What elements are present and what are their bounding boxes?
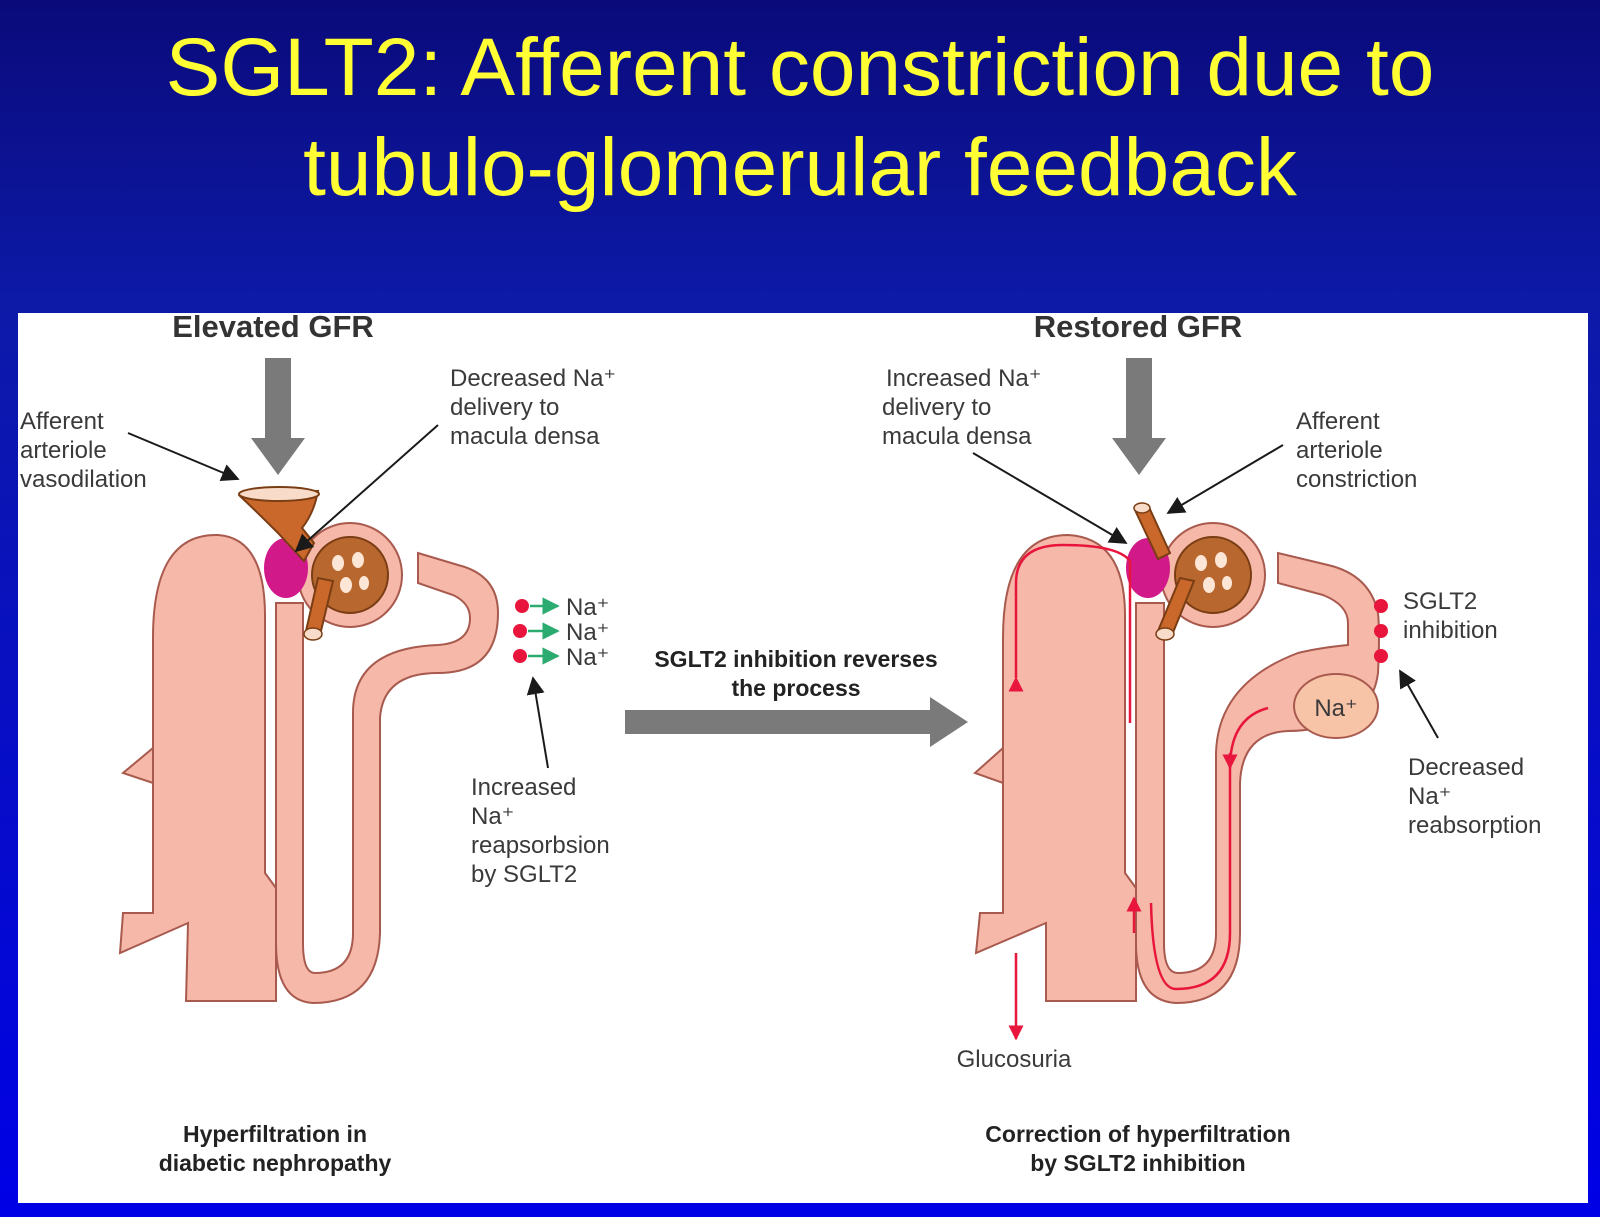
left-reabsorption-pointer	[526, 676, 549, 769]
left-sglt2-dot	[515, 599, 529, 613]
left-reabsorption-label-3: reapsorbsion	[471, 832, 610, 859]
title-line-2: tubulo-glomerular feedback	[303, 122, 1297, 213]
left-macula-pointer	[294, 424, 439, 553]
left-na-label-3: Na⁺	[566, 644, 609, 671]
left-caption-1: Hyperfiltration in	[183, 1121, 367, 1147]
slide-title: SGLT2: Afferent constriction due to tubu…	[0, 18, 1600, 218]
left-na-label-2: Na⁺	[566, 619, 609, 646]
middle-arrow-text-2: the process	[731, 675, 860, 701]
right-macula-pointer	[972, 452, 1128, 544]
right-inhibition-label-2: inhibition	[1403, 617, 1498, 644]
right-caption-2: by SGLT2 inhibition	[1030, 1150, 1246, 1176]
left-afferent-label-2: arteriole	[20, 437, 107, 464]
right-inhibition-label-1: SGLT2	[1403, 588, 1477, 615]
right-reabsorption-label-3: reabsorption	[1408, 812, 1541, 839]
right-afferent-label-2: arteriole	[1296, 437, 1383, 464]
right-reabsorption-pointer	[1399, 669, 1439, 739]
left-afferent-label-3: vasodilation	[20, 466, 147, 493]
right-glomerulus	[1174, 536, 1252, 614]
right-flow-line	[1008, 543, 1132, 723]
right-nephron	[973, 502, 1388, 1041]
right-macula-label-2: delivery to	[882, 394, 991, 421]
right-sglt2-dot	[1374, 599, 1388, 613]
right-afferent-pointer	[1166, 444, 1284, 514]
right-macula-label-3: macula densa	[882, 423, 1032, 450]
left-glomerulus	[311, 536, 389, 614]
left-collecting-duct	[118, 533, 277, 1002]
left-macula-label-2: delivery to	[450, 394, 559, 421]
right-header: Restored GFR	[1034, 313, 1242, 344]
right-reabsorption-label-2: Na⁺	[1408, 783, 1451, 810]
left-gfr-arrow	[251, 358, 305, 475]
right-gfr-arrow	[1112, 358, 1166, 475]
left-sglt2-dot	[513, 624, 527, 638]
left-sglt2-dot	[513, 649, 527, 663]
left-macula-label-1: Decreased Na⁺	[450, 365, 616, 392]
right-caption-1: Correction of hyperfiltration	[985, 1121, 1290, 1147]
right-glucosuria-label: Glucosuria	[957, 1046, 1072, 1073]
right-collecting-duct	[973, 533, 1137, 1002]
left-reabsorption-label-1: Increased	[471, 774, 576, 801]
right-sglt2-dot	[1374, 649, 1388, 663]
right-macula-label-1: Increased Na⁺	[886, 365, 1041, 392]
left-na-label-1: Na⁺	[566, 594, 609, 621]
middle-reverse-arrow	[625, 697, 968, 747]
right-na-bulge	[1293, 673, 1379, 739]
left-header: Elevated GFR	[172, 313, 374, 344]
left-nephron	[118, 486, 560, 1005]
right-flow-arrow	[1222, 706, 1269, 770]
title-line-1: SGLT2: Afferent constriction due to	[165, 22, 1435, 113]
left-macula-label-3: macula densa	[450, 423, 600, 450]
left-caption-2: diabetic nephropathy	[159, 1150, 392, 1176]
diagram-panel: Elevated GFR Afferent arteriole vasodila…	[18, 313, 1588, 1203]
nephron-diagram: Elevated GFR Afferent arteriole vasodila…	[20, 313, 1541, 1176]
middle-arrow-text-1: SGLT2 inhibition reverses	[654, 646, 937, 672]
left-reabsorption-label-2: Na⁺	[471, 803, 514, 830]
left-reabsorption-label-4: by SGLT2	[471, 861, 577, 888]
right-afferent-label-1: Afferent	[1296, 408, 1380, 435]
left-loop-of-henle	[275, 551, 500, 1005]
right-reabsorption-label-1: Decreased	[1408, 754, 1524, 781]
right-flow-line	[1149, 753, 1232, 991]
right-sglt2-dot	[1374, 624, 1388, 638]
right-na-bulge-label: Na⁺	[1314, 695, 1357, 722]
left-afferent-pointer	[127, 432, 240, 482]
right-afferent-label-3: constriction	[1296, 466, 1417, 493]
left-afferent-label-1: Afferent	[20, 408, 104, 435]
